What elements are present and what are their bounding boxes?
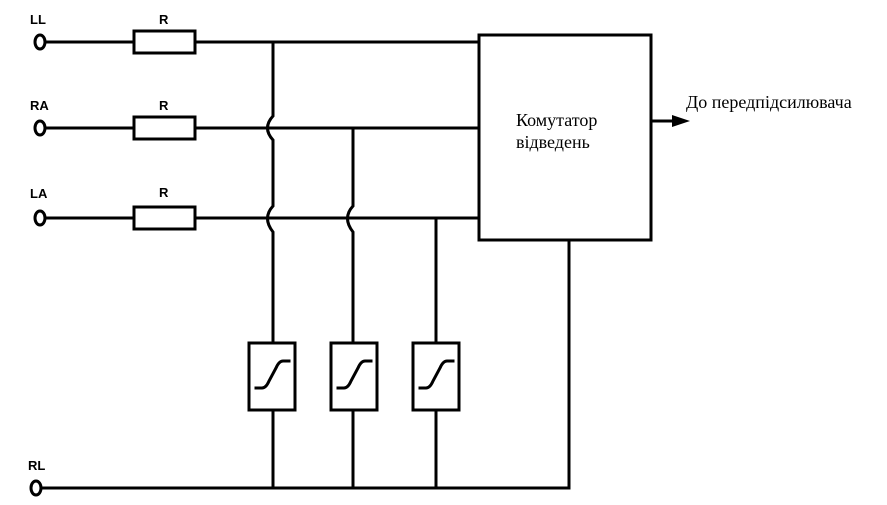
output-label: До передпідсилювача (686, 92, 852, 112)
terminal-rl (29, 479, 43, 497)
resistor-ra (132, 115, 197, 141)
terminal-ra (33, 119, 47, 137)
protection-element-2 (329, 341, 379, 412)
lead-switch-label-line2: відведень (516, 132, 590, 152)
resistor-label-1: R (159, 12, 169, 27)
wire-ra (44, 115, 480, 141)
terminal-label-la: LA (30, 186, 48, 201)
wire-ll-vertical (266, 40, 275, 490)
resistor-la (132, 205, 197, 231)
terminal-label-ll: LL (30, 12, 46, 27)
wire-ra-vertical (346, 126, 355, 490)
resistor-label-2: R (159, 98, 169, 113)
terminal-la (33, 209, 47, 227)
resistor-label-3: R (159, 185, 169, 200)
resistor-ll (132, 29, 197, 55)
lead-switch-block (477, 33, 653, 242)
terminal-ll (33, 33, 47, 51)
terminal-label-ra: RA (30, 98, 49, 113)
wire-ll (44, 29, 480, 55)
terminal-label-rl: RL (28, 458, 45, 473)
lead-switch-label-line1: Комутатор (516, 110, 597, 130)
wire-la (44, 205, 480, 231)
protection-element-3 (411, 341, 461, 412)
output-arrow-icon (672, 115, 690, 127)
protection-element-1 (247, 341, 297, 412)
